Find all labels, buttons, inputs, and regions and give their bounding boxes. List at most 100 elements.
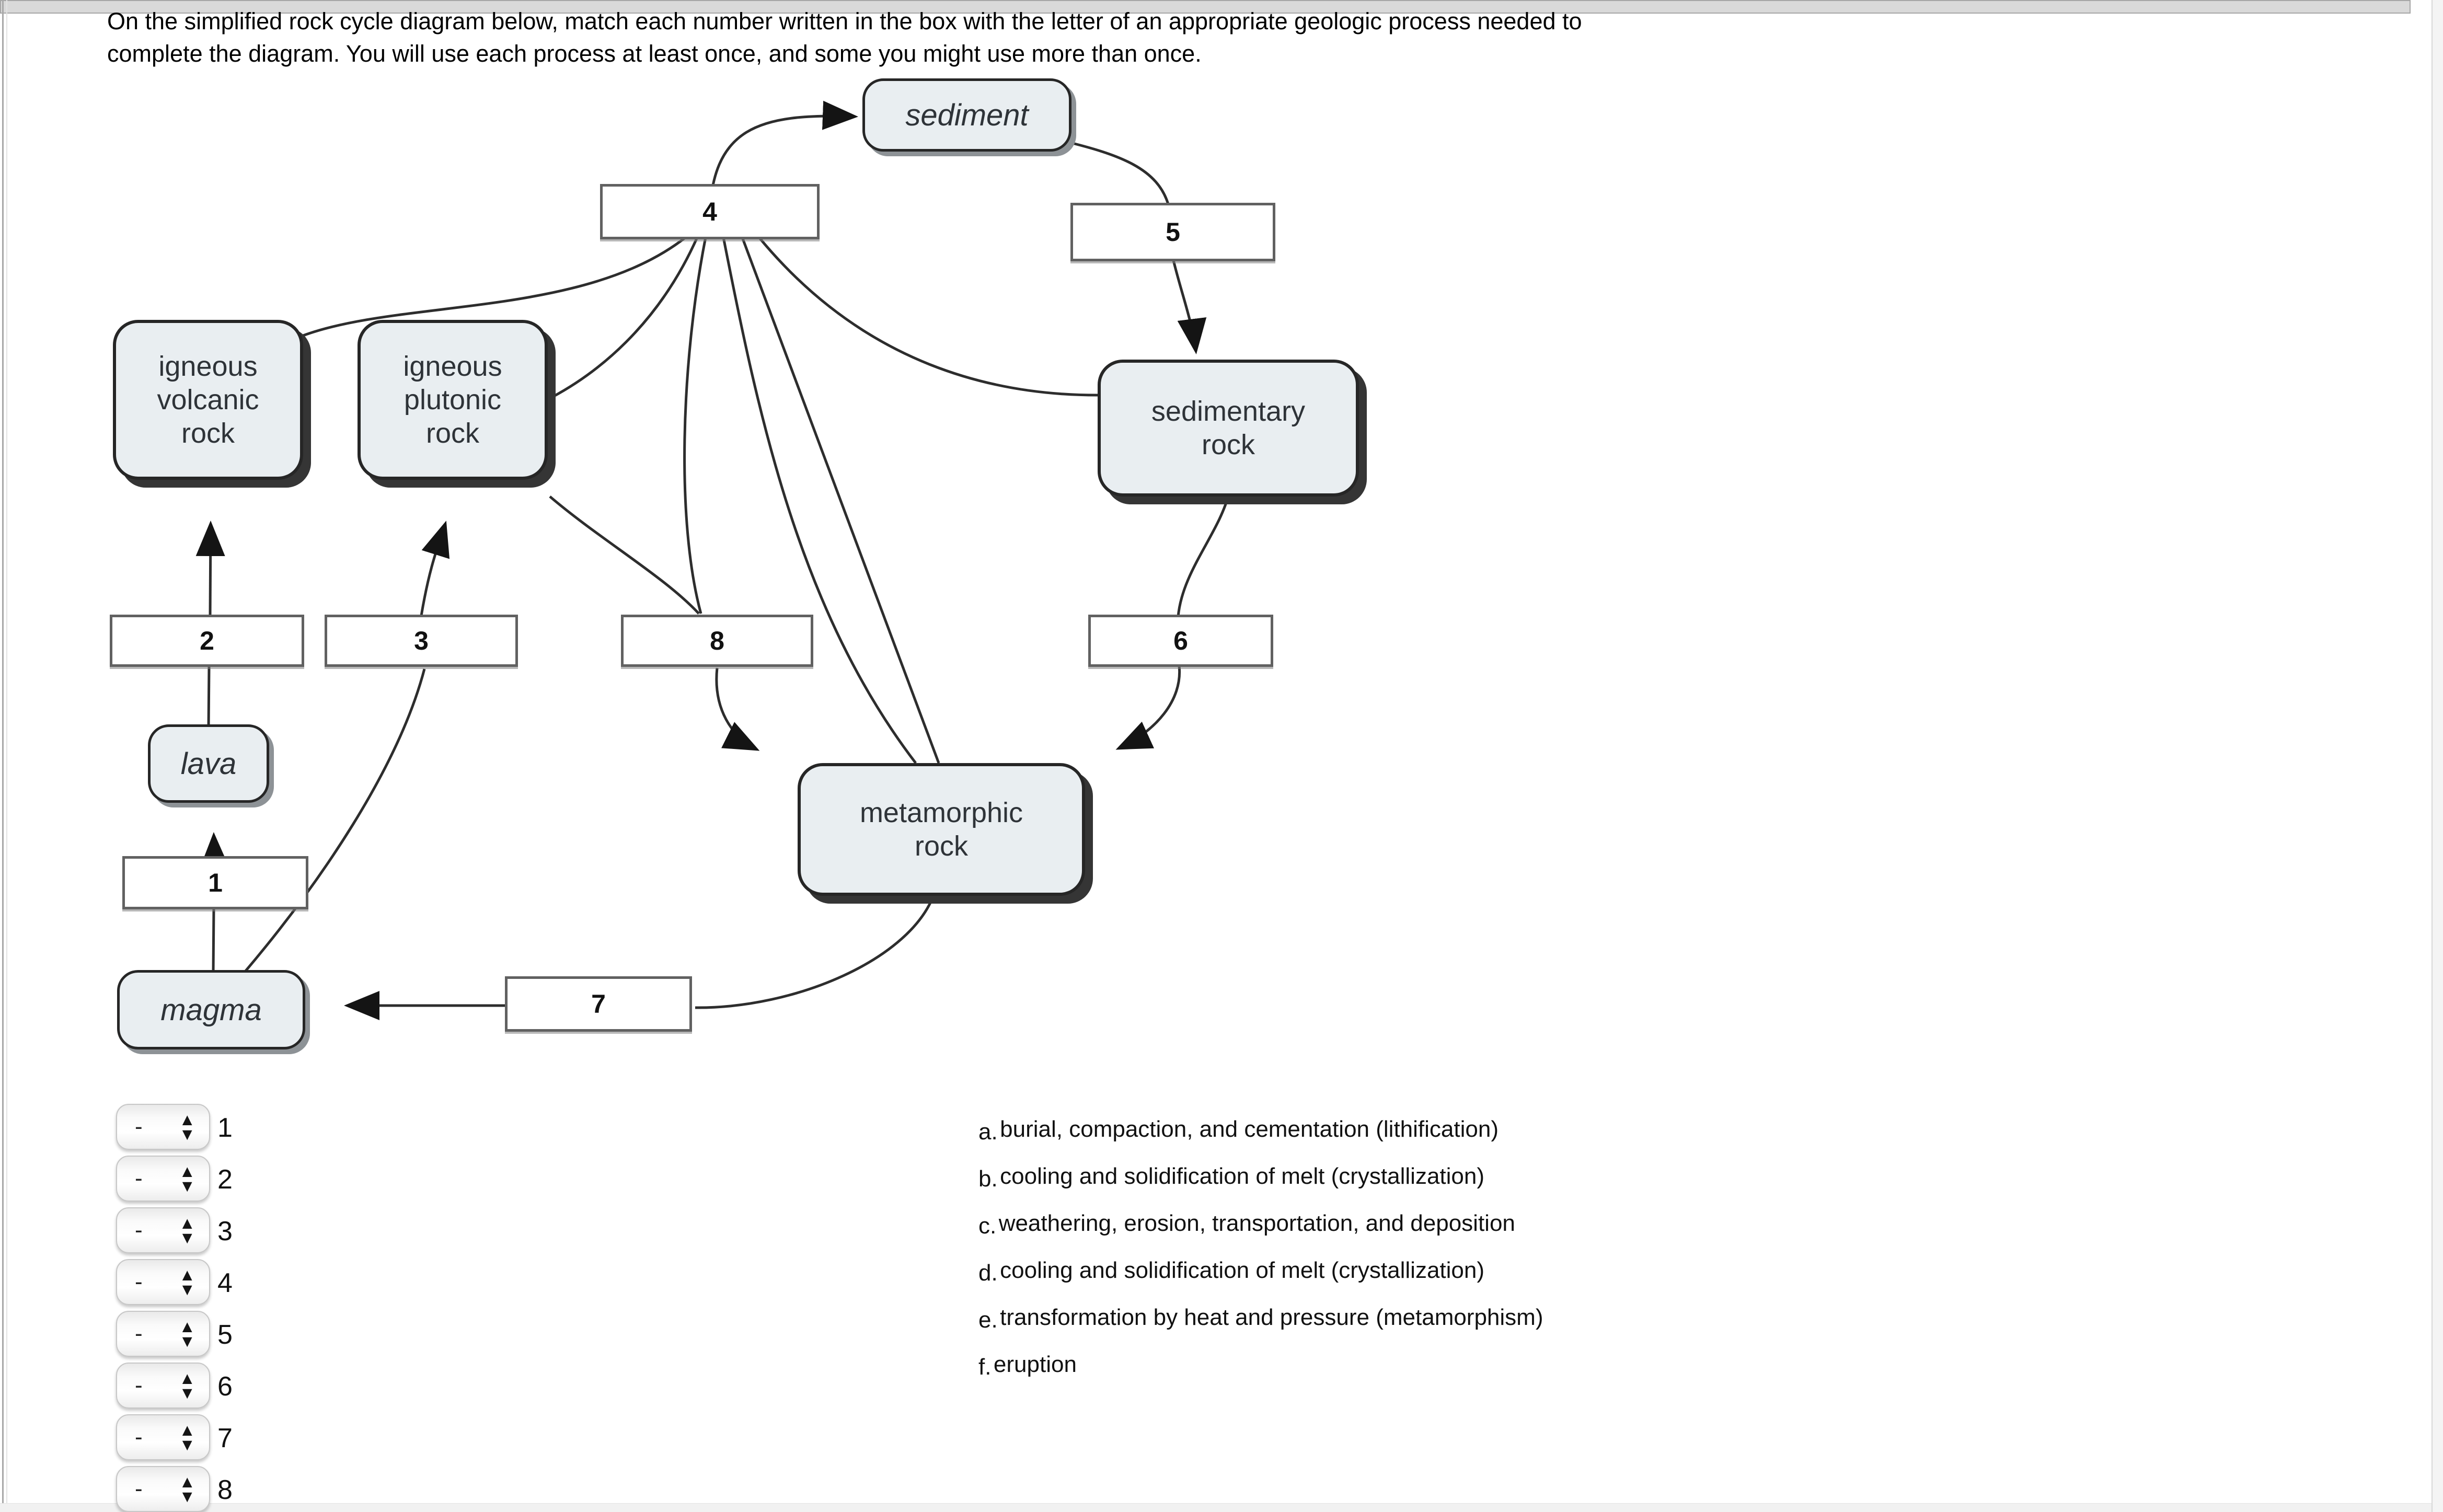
answer-label-6: 6	[217, 1371, 233, 1402]
node-magma: magma	[117, 970, 305, 1049]
answer-select-1-value: -	[135, 1114, 143, 1139]
process-box-7-label: 7	[591, 989, 606, 1019]
edge-plutonic-to-4	[551, 236, 699, 399]
node-igneous-plutonic-rock: igneous plutonic rock	[358, 320, 548, 480]
left-frame-border-inner	[6, 0, 7, 1512]
answer-select-7[interactable]: - ▲▼	[116, 1414, 210, 1460]
process-box-8-label: 8	[710, 626, 724, 655]
stepper-arrows-icon: ▲▼	[179, 1369, 195, 1402]
option-b-text: cooling and solidification of melt (crys…	[1000, 1163, 1485, 1189]
process-box-6-label: 6	[1173, 626, 1188, 655]
option-a-text: burial, compaction, and cementation (lit…	[1000, 1116, 1499, 1142]
answer-label-4: 4	[217, 1268, 233, 1298]
edge-4-to-metamorphic-a	[722, 237, 917, 764]
edge-4-to-metamorphic-b	[741, 237, 940, 764]
process-box-1: 1	[122, 856, 308, 909]
answer-select-4-value: -	[135, 1269, 143, 1295]
stepper-arrows-icon: ▲▼	[179, 1421, 195, 1454]
process-box-3: 3	[325, 615, 518, 667]
answer-select-1[interactable]: - ▲▼	[116, 1104, 210, 1150]
process-box-6: 6	[1088, 615, 1273, 667]
answer-select-8-value: -	[135, 1476, 143, 1502]
answer-select-2[interactable]: - ▲▼	[116, 1156, 210, 1202]
answer-select-8[interactable]: - ▲▼	[116, 1466, 210, 1512]
option-e-letter: e.	[978, 1307, 998, 1333]
answer-select-6-value: -	[135, 1372, 143, 1398]
option-f-text: eruption	[993, 1352, 1077, 1377]
option-a-letter: a.	[978, 1119, 998, 1145]
edge-2-to-volcanic	[195, 521, 225, 616]
process-box-4-label: 4	[702, 197, 717, 226]
node-igneous-volcanic-rock: igneous volcanic rock	[113, 320, 303, 480]
answer-label-2: 2	[217, 1164, 233, 1195]
process-box-1-label: 1	[208, 868, 223, 897]
edge-sedimentary-to-6	[1177, 492, 1231, 617]
horizontal-scrollbar[interactable]	[0, 1503, 2432, 1512]
answer-label-7: 7	[217, 1423, 233, 1453]
option-c-text: weathering, erosion, transportation, and…	[998, 1210, 1515, 1236]
left-frame-border	[2, 0, 4, 1512]
stepper-arrows-icon: ▲▼	[179, 1110, 195, 1144]
process-box-5: 5	[1070, 203, 1275, 261]
answer-label-8: 8	[217, 1475, 233, 1505]
stepper-arrows-icon: ▲▼	[179, 1265, 195, 1299]
node-lava: lava	[148, 724, 269, 803]
answer-select-5[interactable]: - ▲▼	[116, 1311, 210, 1357]
edge-sedimentary-to-4	[758, 236, 1100, 397]
option-f-letter: f.	[978, 1354, 992, 1380]
stepper-arrows-icon: ▲▼	[179, 1472, 195, 1506]
edge-4-to-8	[683, 237, 707, 614]
option-b-letter: b.	[978, 1166, 998, 1192]
option-d-letter: d.	[978, 1260, 998, 1286]
top-divider-bar	[0, 0, 2411, 14]
option-row-f: f. eruption	[978, 1352, 1077, 1380]
node-sedimentary-rock: sedimentary rock	[1098, 360, 1359, 497]
node-magma-label: magma	[160, 992, 262, 1027]
node-sedimentary-rock-label: sedimentary rock	[1151, 396, 1306, 460]
option-row-e: e. transformation by heat and pressure (…	[978, 1305, 1543, 1333]
process-box-2-label: 2	[200, 626, 214, 655]
node-igneous-plutonic-rock-label: igneous plutonic rock	[403, 351, 502, 449]
edge-8-to-metamorphic	[715, 667, 760, 751]
option-row-b: b. cooling and solidification of melt (c…	[978, 1163, 1485, 1192]
vertical-scrollbar[interactable]	[2432, 0, 2443, 1512]
answer-label-5: 5	[217, 1320, 233, 1350]
answer-select-6[interactable]: - ▲▼	[116, 1363, 210, 1409]
answer-select-2-value: -	[135, 1165, 143, 1191]
question-line-2: complete the diagram. You will use each …	[107, 40, 1202, 67]
process-box-7: 7	[505, 976, 692, 1032]
question-line-1: On the simplified rock cycle diagram bel…	[107, 8, 1582, 34]
process-box-4: 4	[600, 184, 820, 239]
edge-sediment-to-5	[1064, 140, 1170, 206]
process-box-2: 2	[110, 615, 304, 667]
answer-select-5-value: -	[135, 1321, 143, 1346]
option-e-text: transformation by heat and pressure (met…	[1000, 1305, 1543, 1330]
answer-select-3[interactable]: - ▲▼	[116, 1207, 210, 1253]
answer-select-7-value: -	[135, 1424, 143, 1450]
stepper-arrows-icon: ▲▼	[179, 1317, 195, 1351]
option-d-text: cooling and solidification of melt (crys…	[1000, 1257, 1485, 1283]
option-row-c: c. weathering, erosion, transportation, …	[978, 1210, 1515, 1239]
edge-6-to-metamorphic	[1115, 665, 1181, 750]
question-text: On the simplified rock cycle diagram bel…	[107, 5, 1937, 70]
option-row-d: d. cooling and solidification of melt (c…	[978, 1257, 1485, 1286]
process-box-3-label: 3	[414, 626, 429, 655]
edge-5-to-sedimentary	[1172, 260, 1207, 354]
node-metamorphic-rock-label: metamorphic rock	[859, 797, 1023, 862]
process-box-5-label: 5	[1166, 217, 1180, 247]
edge-plutonic-to-8	[549, 495, 700, 615]
answer-select-4[interactable]: - ▲▼	[116, 1259, 210, 1305]
stepper-arrows-icon: ▲▼	[179, 1214, 195, 1247]
node-igneous-volcanic-rock-label: igneous volcanic rock	[157, 351, 259, 449]
process-box-8: 8	[621, 615, 813, 667]
node-lava-label: lava	[180, 746, 237, 781]
edge-magma-to-3	[244, 668, 426, 973]
option-c-letter: c.	[978, 1213, 997, 1239]
option-row-a: a. burial, compaction, and cementation (…	[978, 1116, 1499, 1145]
edge-3-to-plutonic	[420, 521, 450, 616]
edge-metamorphic-to-7	[695, 892, 936, 1009]
node-sediment-label: sediment	[905, 98, 1029, 132]
node-sediment: sediment	[862, 78, 1071, 152]
edge-volcanic-to-4	[303, 236, 687, 337]
